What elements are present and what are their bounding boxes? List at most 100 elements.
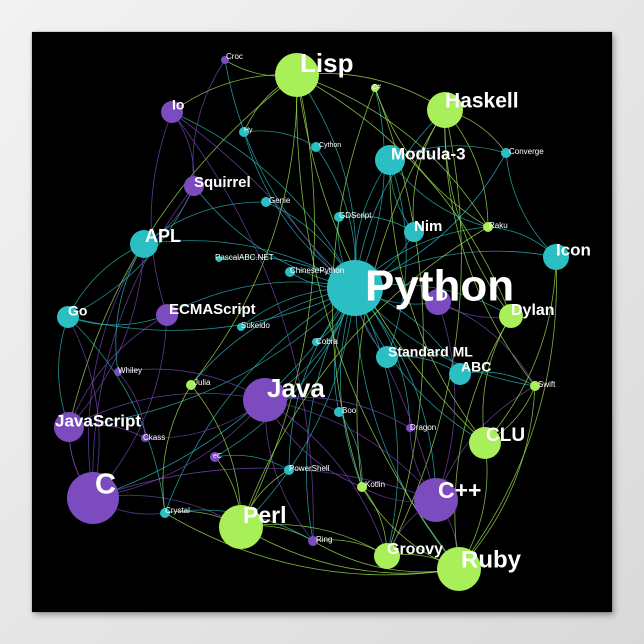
label-hy: Hy <box>244 127 253 134</box>
label-dragon: Dragon <box>410 423 436 432</box>
label-groovy: Groovy <box>387 541 443 558</box>
label-cython: Cython <box>319 142 341 149</box>
edge-python-javascript <box>68 287 356 428</box>
label-icon: Icon <box>556 240 591 259</box>
edge-lisp-dylan <box>296 74 512 317</box>
edge-java-groovy <box>264 399 388 557</box>
edge-lisp-raku <box>296 74 489 228</box>
label-c: C <box>95 469 116 501</box>
edge-python-c <box>92 287 356 499</box>
edge-lisp-javascript <box>68 74 298 428</box>
node-clu <box>469 427 501 459</box>
label-ec: eC <box>213 453 222 460</box>
node-sukeido <box>237 323 245 331</box>
label-ruby: Ruby <box>461 546 522 573</box>
node-genie <box>261 197 271 207</box>
edge-python-apl <box>143 240 356 289</box>
label-ecmascript: ECMAScript <box>169 301 256 318</box>
edge-go-crystal <box>67 316 166 514</box>
node-raku <box>483 222 493 232</box>
edge-boo-kotlin <box>338 411 363 488</box>
edge-c-apl <box>88 243 145 499</box>
label-powershell: PowerShell <box>289 464 330 473</box>
label-csharp: C# <box>372 84 381 91</box>
node-modula3 <box>375 145 405 175</box>
node-cython <box>311 142 321 152</box>
edge-haskell-nim <box>412 109 446 233</box>
node-cobra <box>312 338 320 346</box>
label-gdscript: GDScript <box>339 211 372 220</box>
label-croc: Croc <box>226 52 243 61</box>
label-swift: Swift <box>538 380 556 389</box>
node-whiley <box>114 368 122 376</box>
label-nim: Nim <box>414 218 442 235</box>
edge-python-groovy <box>354 287 399 557</box>
node-lisp <box>275 53 319 97</box>
edge-go-squirrel <box>67 185 195 318</box>
edge-clu-dylan <box>482 315 512 444</box>
node-hy <box>239 127 249 137</box>
label-squirrel: Squirrel <box>194 174 251 191</box>
node-icon <box>543 244 569 270</box>
node-dylan <box>499 304 523 328</box>
edge-python-crystal <box>164 287 356 514</box>
edge-lisp-haskell <box>296 73 446 111</box>
edge-haskell-groovy <box>386 109 462 557</box>
edge-ruby-dylan <box>454 315 512 570</box>
edge-io-ecmascript <box>150 111 173 316</box>
edge-whiley-ckass <box>117 371 146 439</box>
node-swift <box>530 381 540 391</box>
edge-layer <box>58 59 557 576</box>
edge-python-cpp <box>354 287 437 501</box>
node-chinesepython <box>285 267 295 277</box>
label-apl: APL <box>145 226 181 246</box>
edge-c-cpp <box>92 467 437 501</box>
label-lisp: Lisp <box>300 48 353 78</box>
node-python <box>327 260 383 316</box>
edge-d-swift <box>437 301 536 387</box>
node-crystal <box>160 508 170 518</box>
edge-python-perl <box>240 287 356 528</box>
node-apl <box>130 230 158 258</box>
edge-croc-squirrel <box>192 59 226 187</box>
label-haskell: Haskell <box>445 90 519 113</box>
edge-javascript-apl <box>68 243 145 428</box>
edge-powershell-ec <box>214 454 290 471</box>
edge-julia-crystal <box>162 384 192 514</box>
node-cpp <box>414 478 458 522</box>
node-boo <box>334 407 344 417</box>
node-kotlin <box>357 482 367 492</box>
edge-python-ruby <box>354 287 460 570</box>
edge-clu-modula3 <box>389 159 486 444</box>
label-io: Io <box>172 97 184 113</box>
edge-ruby-icon <box>458 256 557 570</box>
node-c <box>67 472 119 524</box>
edge-perl-raku <box>240 226 489 528</box>
edge-go-ecmascript <box>67 314 168 326</box>
label-modula3: Modula-3 <box>391 144 466 163</box>
label-whiley: Whiley <box>118 366 142 375</box>
edge-python-ring <box>306 287 356 542</box>
label-boo: Boo <box>342 406 357 415</box>
label-genie: Genie <box>269 196 291 205</box>
edge-ruby-crystal <box>164 512 460 576</box>
label-converge: Converge <box>509 147 544 156</box>
label-raku: Raku <box>489 221 508 230</box>
label-perl: Perl <box>243 502 286 528</box>
label-d: D <box>437 287 448 304</box>
label-kotlin: Kotlin <box>365 480 385 489</box>
node-layer <box>54 53 569 591</box>
node-squirrel <box>184 176 204 196</box>
node-dragon <box>406 424 414 432</box>
edge-haskell-dylan <box>444 109 512 317</box>
edge-hy-cython <box>243 130 317 148</box>
edge-javascript-ecmascript <box>68 314 168 428</box>
label-javascript: JavaScript <box>55 411 141 430</box>
label-sukeido: Sukeido <box>241 321 270 330</box>
node-go <box>57 306 79 328</box>
label-cpp: C++ <box>438 477 481 503</box>
node-powershell <box>284 465 294 475</box>
label-cobra: Cobra <box>316 337 338 346</box>
node-ckass <box>141 434 149 442</box>
